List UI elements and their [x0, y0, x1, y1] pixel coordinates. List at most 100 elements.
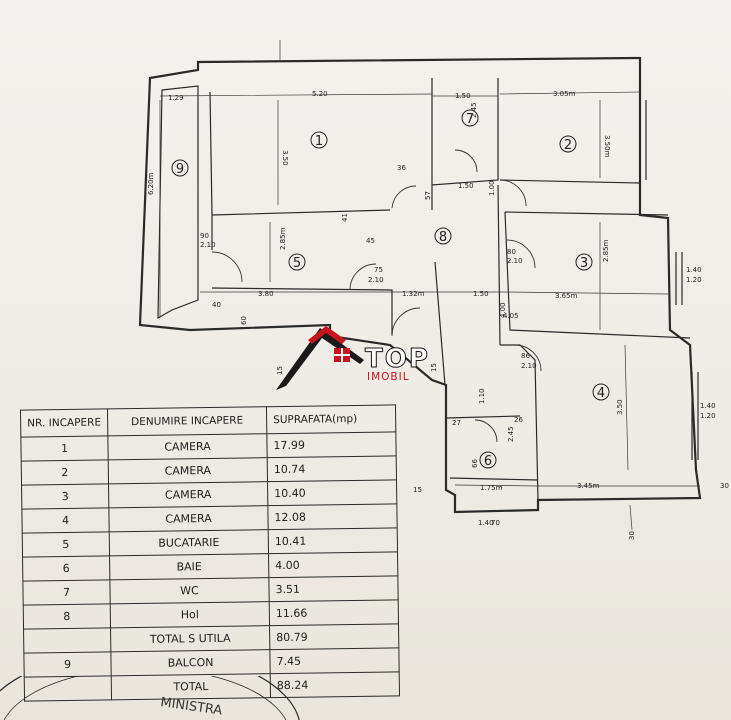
room-label-6: 6 — [479, 451, 497, 469]
cell-area: 3.51 — [268, 575, 399, 602]
cell-area: 10.40 — [267, 479, 397, 506]
dim-label: 2.45 — [507, 426, 515, 442]
dim-label: 4.00 — [499, 302, 507, 318]
logo-roof-red — [308, 326, 346, 344]
dim-label: 3.65m — [555, 292, 578, 300]
logo-roof-dark — [276, 328, 364, 390]
cell-name: BAIE — [109, 553, 269, 580]
header-name: DENUMIRE INCAPERE — [107, 406, 267, 436]
cell-nr — [23, 627, 111, 654]
dim-label: 15 — [430, 363, 438, 372]
dim-label: 3.05m — [553, 90, 576, 98]
svg-text:4: 4 — [597, 386, 605, 401]
cell-area: 10.74 — [267, 455, 397, 482]
cell-name: WC — [109, 577, 270, 604]
dim-label: 1.40 — [478, 519, 494, 527]
dim-label: 45 — [366, 237, 375, 245]
cell-name: CAMERA — [107, 433, 268, 460]
logo-tagline: IMOBIL — [367, 371, 410, 383]
window — [675, 252, 683, 305]
cell-area: 12.08 — [267, 503, 398, 530]
cell-nr: 3 — [21, 483, 109, 510]
room-label-5: 5 — [288, 253, 306, 271]
dim-label: 70 — [491, 519, 500, 527]
room-area-table: NR. INCAPERE DENUMIRE INCAPERE SUPRAFATA… — [20, 404, 400, 702]
dim-label: 3.50 — [616, 399, 624, 415]
door-arc — [474, 419, 498, 443]
cell-area: 10.41 — [268, 527, 398, 554]
dim-label: 1.75m — [480, 484, 503, 492]
dim-label: 26 — [514, 416, 523, 424]
door-arc — [391, 307, 421, 337]
balcony-inner-wall — [157, 85, 199, 320]
door-arc — [514, 344, 542, 372]
room-label-1: 1 — [310, 131, 328, 149]
window — [639, 100, 647, 180]
header-area: SUPRAFATA(mp) — [266, 404, 396, 434]
dim-label: 86 — [521, 352, 530, 360]
dim-label: 1.20 — [700, 412, 716, 420]
dim-label: 3.80 — [258, 290, 274, 298]
header-nr: NR. INCAPERE — [20, 408, 108, 438]
window — [691, 372, 699, 460]
cell-area: 17.99 — [266, 431, 397, 458]
door-arc — [454, 149, 478, 173]
room-label-2: 2 — [559, 135, 577, 153]
cell-name: BUCATARIE — [109, 529, 269, 556]
dim-label: 30 — [720, 482, 729, 490]
cell-nr: 6 — [22, 555, 110, 582]
dim-label: 2.85m — [602, 239, 610, 262]
dim-label: 1.40 — [686, 266, 702, 274]
room-label-7: 7 — [461, 109, 479, 127]
cell-area: 11.66 — [269, 599, 399, 626]
dim-label: 1.20 — [686, 276, 702, 284]
dim-label: 2.85m — [279, 227, 287, 250]
dim-label: 75 — [374, 266, 383, 274]
cell-name: BALCON — [110, 649, 271, 676]
dim-label: 2.10 — [521, 362, 537, 370]
area-table: NR. INCAPERE DENUMIRE INCAPERE SUPRAFATA… — [20, 404, 400, 702]
dim-label: 1.50 — [458, 182, 474, 190]
cell-nr: 5 — [22, 531, 110, 558]
cell-nr: 1 — [20, 435, 109, 462]
dim-label: 2.10 — [200, 241, 216, 249]
cell-name: TOTAL S UTILA — [110, 625, 270, 652]
door-arc — [499, 179, 527, 207]
dim-label: 6.20m — [147, 172, 155, 195]
room-label-4: 4 — [592, 383, 610, 401]
svg-text:1: 1 — [315, 134, 323, 149]
official-stamp: MINISTRA — [0, 676, 300, 720]
cell-nr: 4 — [21, 507, 110, 534]
svg-text:9: 9 — [176, 162, 184, 177]
dim-label: 3.50m — [603, 135, 611, 158]
cell-area: 7.45 — [269, 647, 400, 674]
logo-wordmark: TOP — [365, 344, 430, 375]
cell-name: CAMERA — [108, 505, 269, 532]
cell-nr: 9 — [23, 651, 112, 678]
cell-area: 4.00 — [268, 551, 398, 578]
dim-label: 1.29 — [168, 94, 184, 102]
svg-text:3: 3 — [580, 256, 588, 271]
svg-text:7: 7 — [466, 112, 474, 127]
room-label-3: 3 — [575, 253, 593, 271]
dim-label: 1.00 — [488, 180, 496, 196]
dim-label: 57 — [424, 191, 432, 200]
cell-nr: 7 — [22, 579, 111, 606]
dim-label: 60 — [240, 316, 248, 325]
dim-label: 90 — [200, 232, 209, 240]
dim-label: 2.45 — [470, 102, 478, 118]
room-label-8: 8 — [434, 227, 452, 245]
dim-label: 5.20 — [312, 90, 328, 98]
dimension-lines — [159, 40, 700, 531]
dim-label: 3.50 — [281, 150, 289, 166]
dim-label: 15 — [276, 366, 284, 375]
cell-nr: 2 — [21, 459, 109, 486]
interior-walls — [209, 78, 691, 501]
cell-nr: 8 — [23, 603, 111, 630]
dim-label: 1.50 — [473, 290, 489, 298]
dim-label: 2.10 — [368, 276, 384, 284]
dim-label: 15 — [413, 486, 422, 494]
svg-text:6: 6 — [484, 454, 492, 469]
cell-area: 80.79 — [269, 623, 399, 650]
